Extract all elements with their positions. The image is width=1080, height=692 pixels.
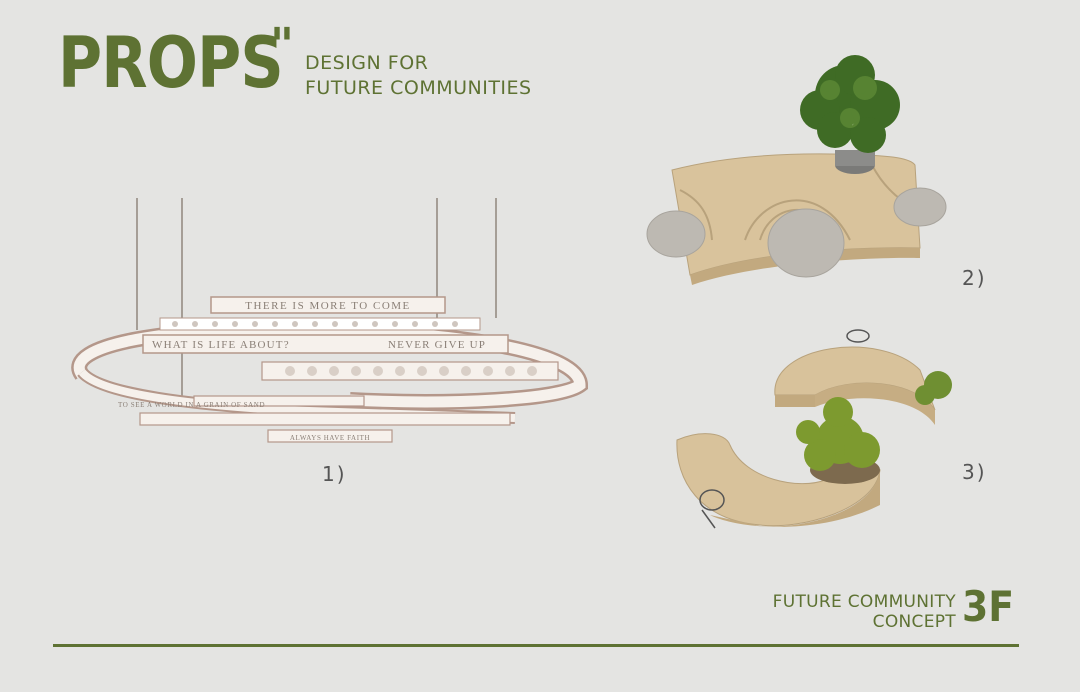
footer-line-2: CONCEPT: [872, 612, 956, 632]
ring-text-left: WHAT IS LIFE ABOUT?: [152, 339, 290, 351]
subtitle-line-1: DESIGN FOR: [305, 52, 429, 74]
figure-3-label: 3): [962, 460, 987, 484]
footer-code: 3F: [962, 582, 1015, 631]
ring-text-inner: TO SEE A WORLD IN A GRAIN OF SAND: [118, 401, 265, 409]
s-bench-illustration: [676, 329, 952, 529]
footer-caption: FUTURE COMMUNITY CONCEPT: [773, 592, 956, 632]
ring-text-bottom: ALWAYS HAVE FAITH: [290, 434, 370, 442]
subtitle: DESIGN FOR FUTURE COMMUNITIES: [305, 51, 532, 101]
ring-lamp-illustration: THERE IS MORE TO COME WHAT IS LIFE ABOUT…: [71, 198, 589, 443]
figure-2-label: 2): [962, 266, 987, 290]
page-title: PROPS: [58, 22, 284, 104]
curved-bench-illustration: [646, 55, 947, 285]
ring-text-right: NEVER GIVE UP: [388, 339, 486, 351]
footer-divider: [53, 644, 1019, 647]
ring-text-top: THERE IS MORE TO COME: [245, 300, 411, 312]
footer-line-1: FUTURE COMMUNITY: [772, 592, 956, 612]
figure-1-label: 1): [322, 462, 347, 486]
subtitle-line-2: FUTURE COMMUNITIES: [305, 77, 532, 99]
quote-mark: ": [270, 18, 294, 72]
